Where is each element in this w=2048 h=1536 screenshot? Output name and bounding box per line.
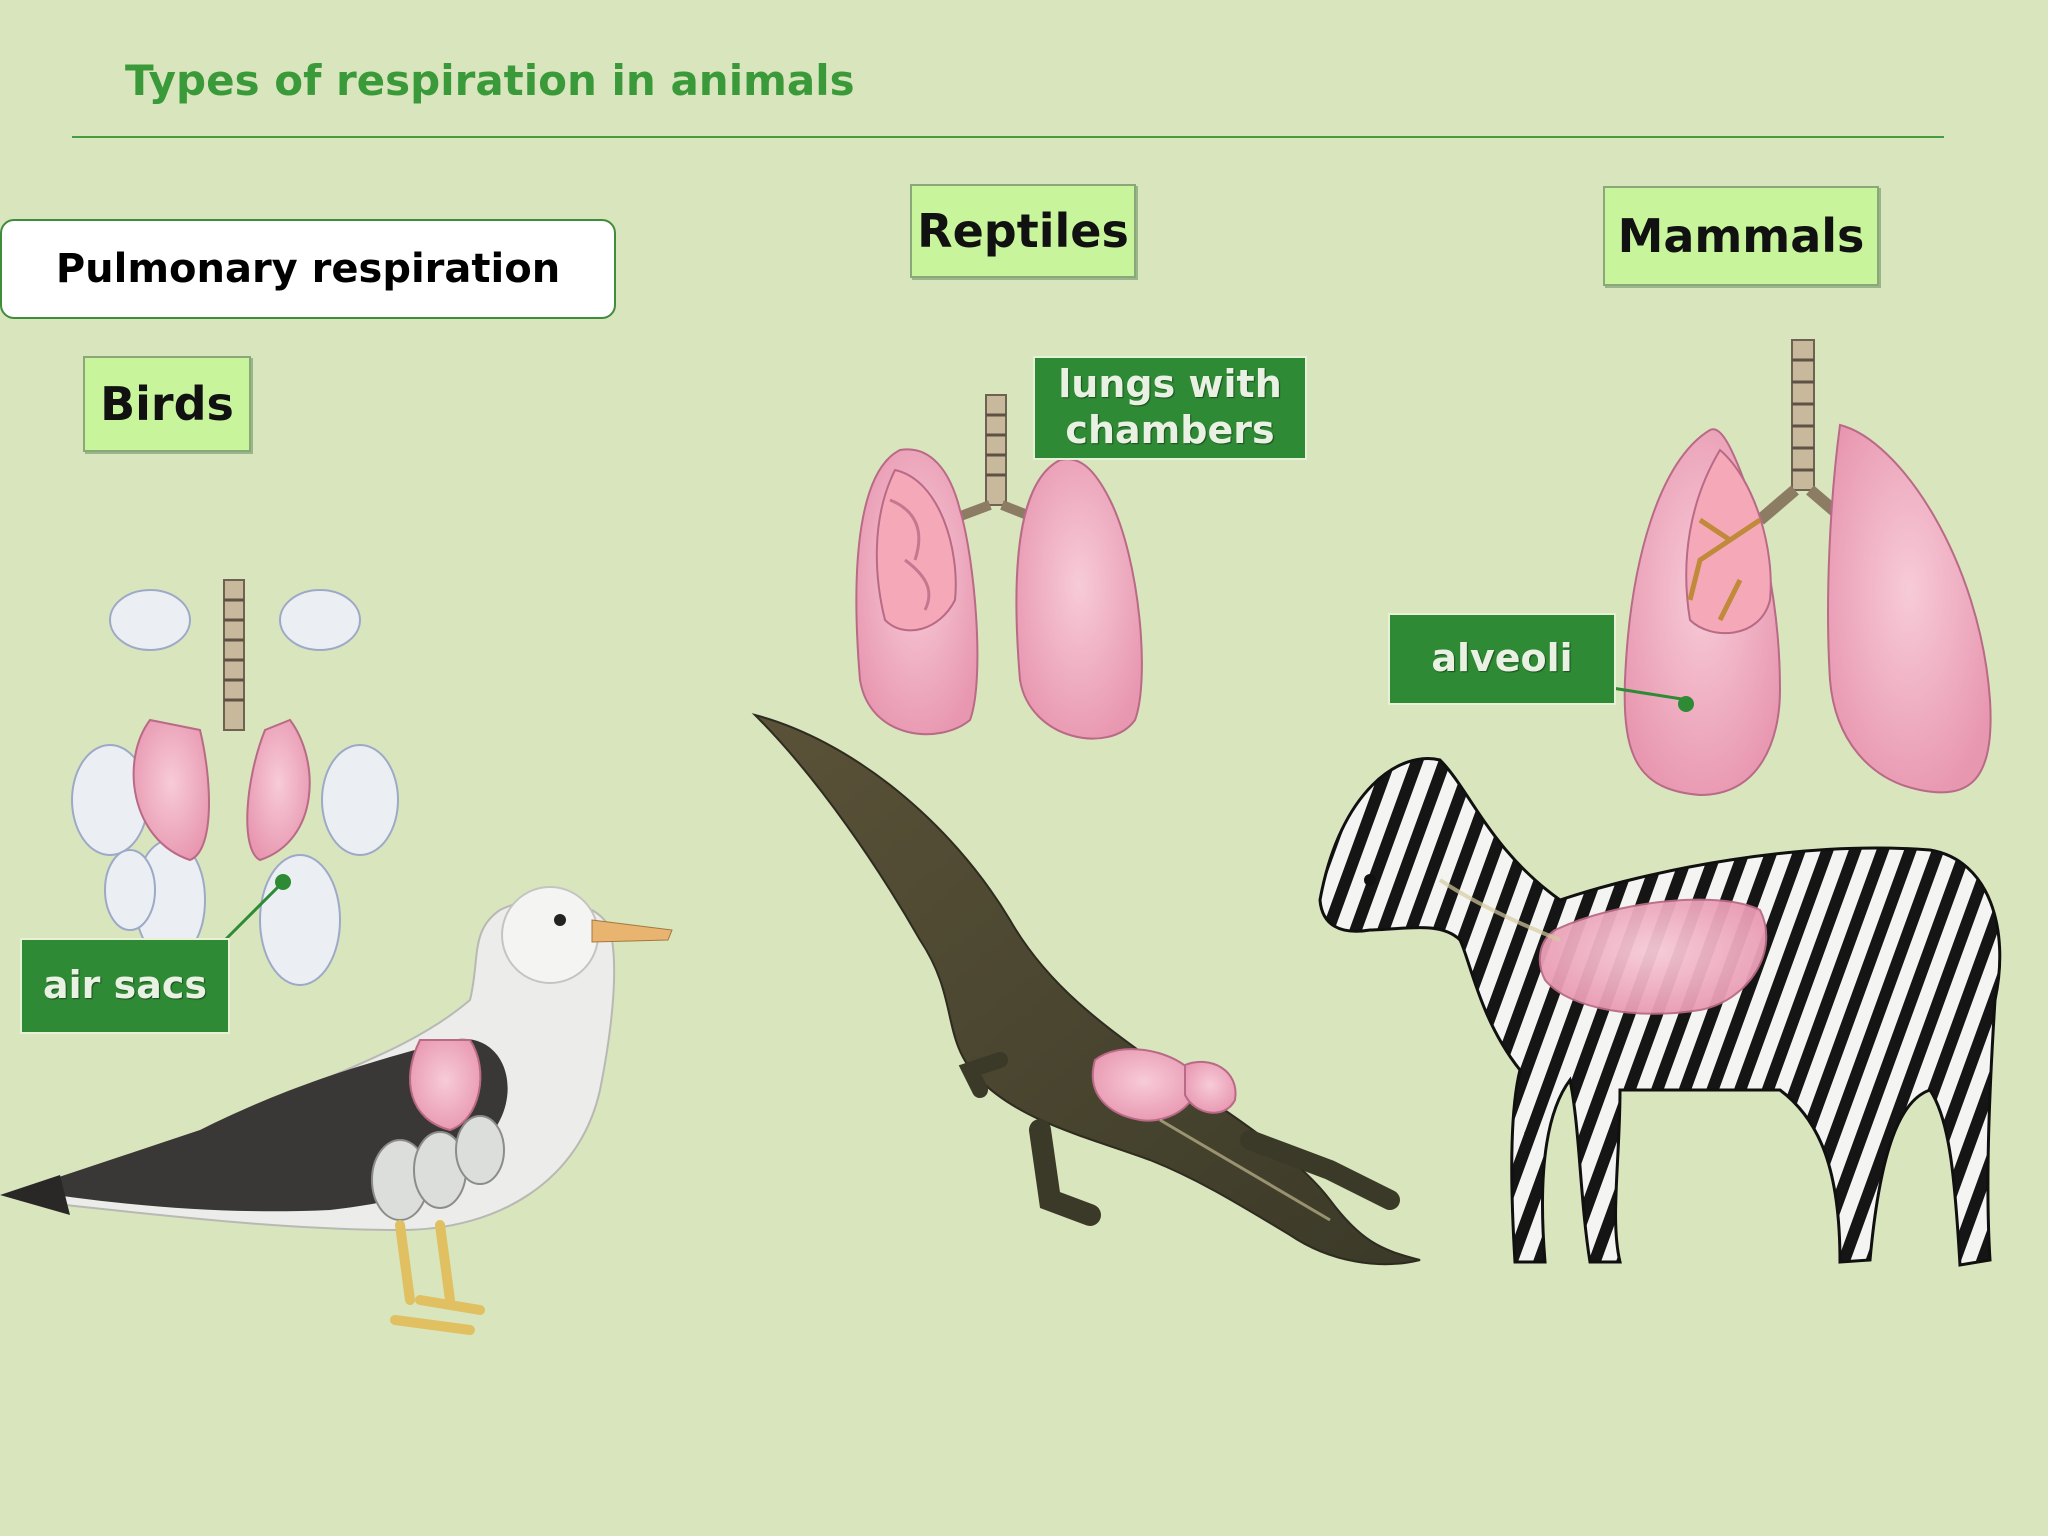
mammals-label-text: Mammals	[1617, 209, 1865, 263]
reptile-lungs-diagram	[855, 394, 1143, 740]
air-sacs-tag-text: air sacs	[42, 963, 208, 1008]
slide-title: Types of respiration in animals	[125, 56, 855, 105]
section-label-box: Pulmonary respiration	[0, 219, 616, 319]
lungs-with-chambers-tag-line1: lungs with	[1058, 362, 1282, 407]
alligator-illustration	[751, 713, 1421, 1266]
section-label: Pulmonary respiration	[55, 246, 561, 292]
mammal-lungs-diagram	[1611, 339, 1992, 797]
reptiles-label-text: Reptiles	[917, 204, 1129, 258]
lungs-with-chambers-tag: lungs with chambers	[1033, 356, 1307, 460]
title-divider	[72, 136, 1944, 138]
seagull-illustration	[0, 886, 673, 1335]
zebra-illustration	[1318, 757, 2002, 1267]
alveoli-tag-text: alveoli	[1431, 636, 1573, 681]
reptiles-label: Reptiles	[910, 184, 1136, 278]
bird-respiratory-diagram	[71, 579, 399, 986]
birds-label: Birds	[83, 356, 251, 452]
air-sacs-tag: air sacs	[20, 938, 230, 1034]
mammals-label: Mammals	[1603, 186, 1879, 286]
lungs-with-chambers-tag-line2: chambers	[1065, 408, 1275, 452]
alveoli-tag: alveoli	[1388, 613, 1616, 705]
birds-label-text: Birds	[100, 377, 234, 431]
